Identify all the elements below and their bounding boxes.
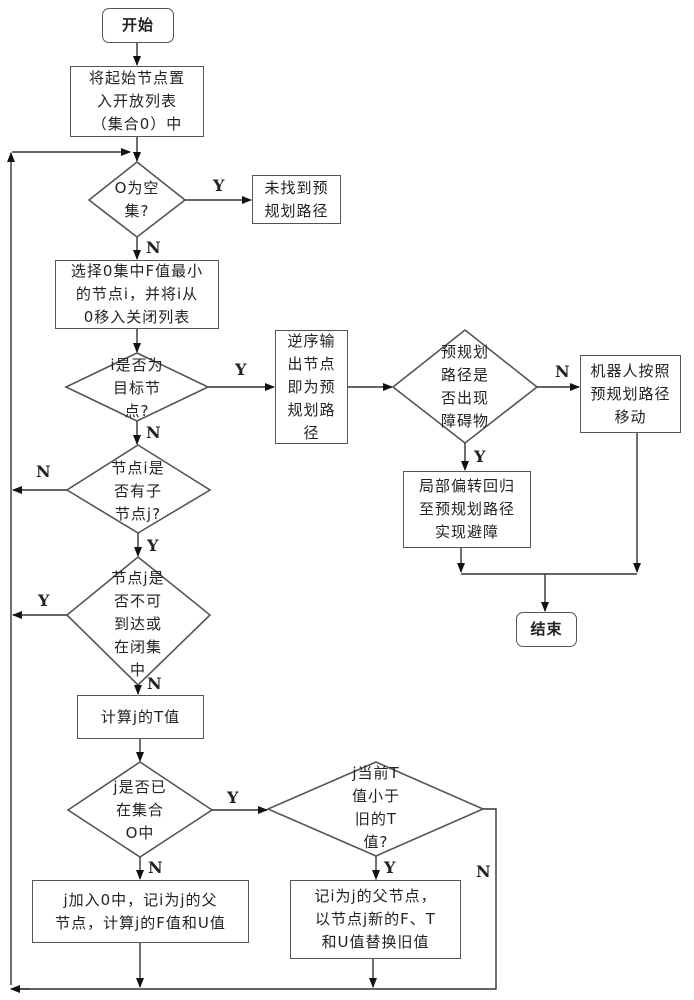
label-unreach-yes: Y [38, 591, 50, 610]
robot-move-box: 机器人按照 预规划路径 移动 [580, 355, 681, 433]
label-t-smaller-no: N [476, 862, 491, 881]
path-not-found-box: 未找到预 规划路径 [252, 175, 341, 224]
label-obstacle-yes: Y [474, 447, 486, 466]
compute-t-box: 计算j的T值 [77, 695, 204, 739]
label-target-yes: Y [235, 360, 247, 379]
label-child-yes: Y [147, 536, 159, 555]
in-open-text: j是否已 在集合 O中 [113, 777, 167, 842]
local-avoid-box: 局部偏转回归 至预规划路径 实现避障 [403, 471, 531, 548]
start-terminal: 开始 [102, 8, 174, 43]
has-child-text: 节点i是 否有子 节点j? [111, 458, 165, 523]
label-in-open-no: N [148, 858, 163, 877]
unreachable-or-closed-text: 节点j是 否不可 到达或 在闭集 中 [111, 568, 165, 679]
is-target-text: i是否为 目标节 点? [110, 355, 164, 420]
label-child-no: N [36, 462, 51, 481]
label-t-smaller-yes: Y [384, 858, 396, 877]
label-empty-yes: Y [213, 176, 225, 195]
add-to-open-box: j加入0中，记i为j的父 节点，计算j的F值和U值 [32, 880, 249, 943]
edge-tsmaller-no [12, 808, 497, 990]
init-open-list-box: 将起始节点置 入开放列表 （集合0）中 [70, 66, 204, 137]
end-terminal: 结束 [516, 612, 577, 647]
reverse-output-box: 逆序输 出节点 即为预 规划路 径 [275, 330, 348, 444]
is-open-empty-text: O为空 集? [114, 179, 160, 220]
t-smaller-text: j当前T 值小于 旧的T 值? [351, 764, 400, 851]
label-unreach-no: N [147, 674, 162, 693]
obstacle-check-text: 预规划 路径是 否出现 障碍物 [440, 343, 489, 430]
label-empty-no: N [146, 238, 161, 257]
label-obstacle-no: N [555, 362, 570, 381]
label-in-open-yes: Y [227, 788, 239, 807]
update-parent-box: 记i为j的父节点， 以节点j新的F、T 和U值替换旧值 [290, 880, 461, 959]
select-min-f-box: 选择0集中F值最小 的节点i，并将i从 0移入关闭列表 [55, 260, 219, 329]
label-target-no: N [146, 423, 161, 442]
